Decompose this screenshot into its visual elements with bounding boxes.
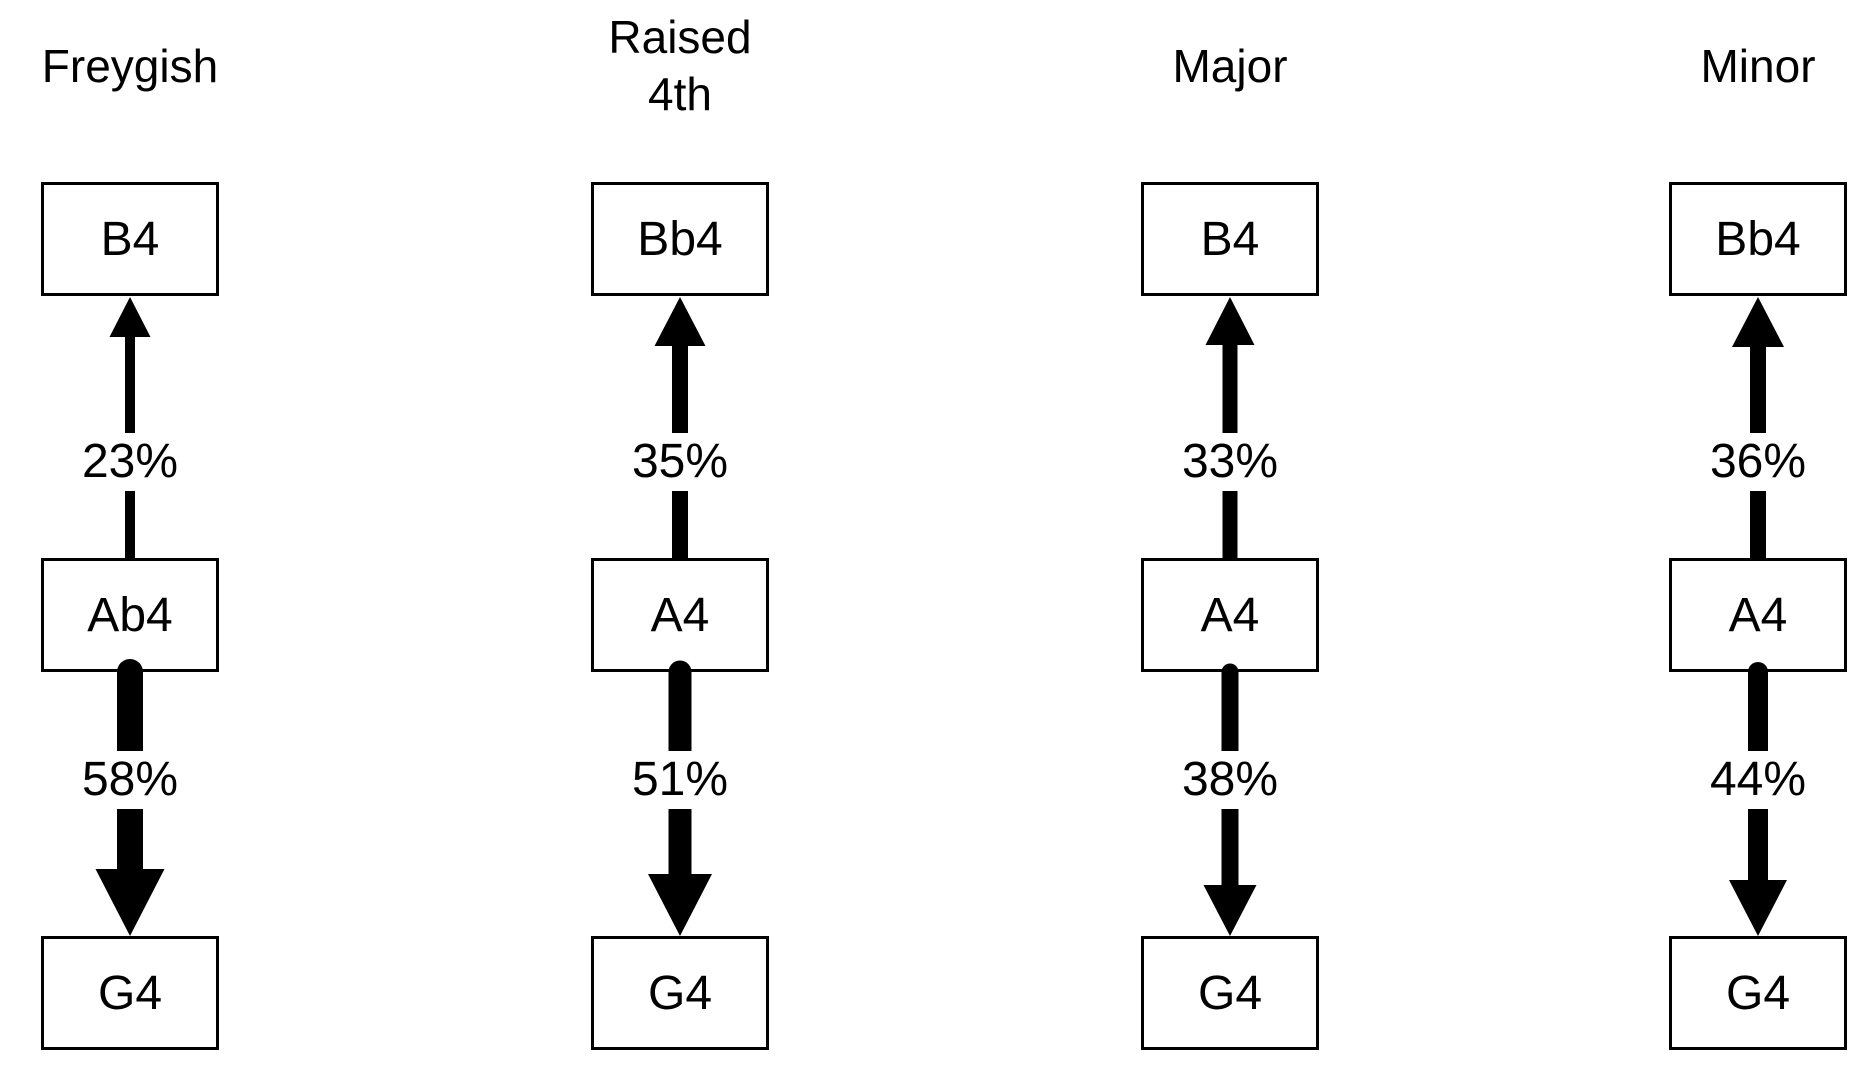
arrow-shaft-upper — [117, 672, 143, 751]
note-box-bottom: G4 — [591, 936, 769, 1050]
arrow-shaft-lower — [672, 491, 688, 558]
column-major: Major B4 33% A4 38% G4 — [1100, 0, 1360, 1075]
column-minor: Minor Bb4 36% A4 44% G4 — [1628, 0, 1870, 1075]
down-arrow — [648, 660, 712, 936]
down-arrow-percentage: 38% — [1181, 753, 1279, 806]
arrow-shaft-lower — [668, 809, 692, 874]
arrow-shaft-upper — [672, 345, 688, 433]
down-arrow-percentage: 44% — [1709, 753, 1807, 806]
arrow-head — [1729, 880, 1787, 936]
column-title: Minor — [1700, 39, 1816, 92]
up-arrow — [1205, 297, 1255, 566]
arrow-shaft-lower — [1221, 809, 1239, 885]
down-arrow-percentage: 58% — [81, 753, 179, 806]
arrow-head — [654, 297, 706, 346]
note-box-top: Bb4 — [1669, 182, 1847, 296]
down-arrow — [1729, 662, 1787, 936]
up-arrow-percentage: 23% — [81, 435, 179, 488]
note-box-top: B4 — [1141, 182, 1319, 296]
note-box-middle: A4 — [1669, 558, 1847, 672]
arrow-head — [109, 297, 151, 337]
arrow-shaft-upper — [1221, 672, 1239, 751]
note-box-middle: A4 — [1141, 558, 1319, 672]
up-arrow-percentage: 36% — [1709, 435, 1807, 488]
down-arrow — [1203, 663, 1257, 936]
note-box-middle: A4 — [591, 558, 769, 672]
up-arrow-percentage: 33% — [1181, 435, 1279, 488]
note-box-bottom: G4 — [41, 936, 219, 1050]
down-arrow-percentage: 51% — [631, 753, 729, 806]
note-box-bottom: G4 — [1669, 936, 1847, 1050]
column-title: Raised 4th — [608, 11, 752, 120]
arrow-head — [1205, 297, 1255, 345]
note-box-middle: Ab4 — [41, 558, 219, 672]
arrow-head — [95, 869, 165, 936]
arrow-shaft-upper — [1748, 672, 1768, 751]
column-freygish: Freygish B4 23% Ab4 58% G4 — [0, 0, 260, 1075]
arrow-shaft-lower — [1750, 491, 1766, 558]
arrow-head — [648, 874, 712, 936]
column-title: Major — [1172, 39, 1288, 92]
column-title: Freygish — [41, 39, 219, 92]
arrow-shaft-upper — [1222, 344, 1238, 433]
arrow-head — [1203, 885, 1257, 936]
arrow-shaft-upper — [668, 672, 692, 751]
note-box-top: Bb4 — [591, 182, 769, 296]
arrow-shaft-lower — [1748, 809, 1768, 880]
down-arrow — [95, 659, 165, 936]
arrow-shaft-upper — [1750, 346, 1766, 433]
arrow-shaft-upper — [125, 336, 135, 433]
note-box-top: B4 — [41, 182, 219, 296]
column-raised-4th: Raised 4th Bb4 35% A4 51% G4 — [550, 0, 810, 1075]
up-arrow — [1732, 297, 1784, 566]
arrow-shaft-lower — [125, 491, 135, 558]
up-arrow-percentage: 35% — [631, 435, 729, 488]
arrow-shaft-lower — [117, 809, 143, 869]
note-box-bottom: G4 — [1141, 936, 1319, 1050]
arrow-shaft-lower — [1222, 491, 1238, 558]
arrow-head — [1732, 297, 1784, 347]
